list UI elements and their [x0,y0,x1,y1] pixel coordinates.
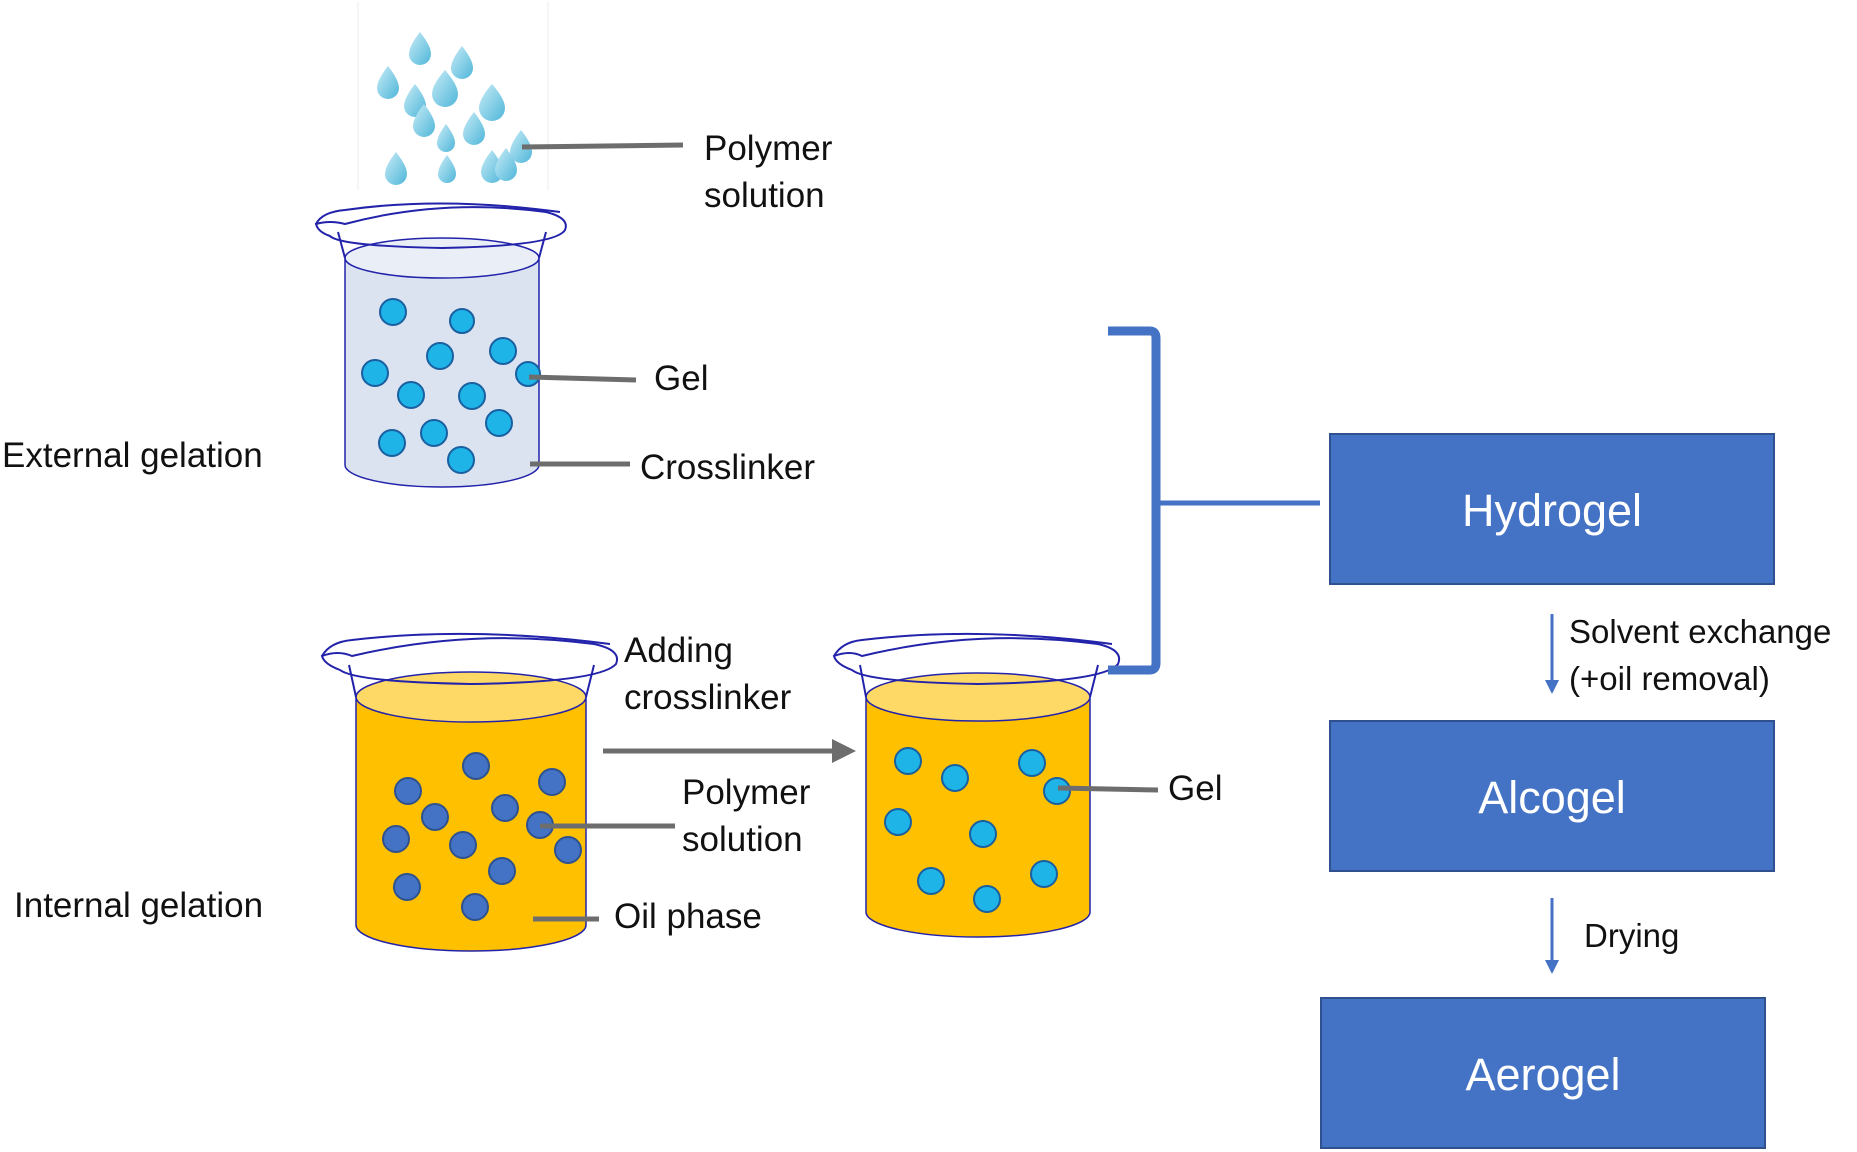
polymer-droplets [357,2,549,190]
droplet [377,66,399,99]
adding-crosslinker-label-1: Adding [624,631,733,670]
polymer-solution-top-label-1: Polymer [704,129,833,168]
polymer-bead [393,873,421,901]
polymer-bead [554,836,582,864]
polymer-solution-bottom-label-1: Polymer [682,773,811,812]
internal-gelation-label: Internal gelation [14,886,263,925]
gel-bead [1043,777,1071,805]
external-gelation-label: External gelation [2,436,263,475]
hydrogel-label: Hydrogel [1462,485,1642,536]
aerogel-box: Aerogel [1320,997,1766,1149]
pointer-gel-top [528,374,637,383]
result-gel-beaker [832,632,1120,938]
pointer-gel-right [1057,785,1159,793]
gel-bead [397,381,425,409]
pointer-polymer-solution-top [521,142,684,150]
polymer-bead [488,857,516,885]
gel-bead [458,382,486,410]
gel-bead [379,298,407,326]
alcogel-label: Alcogel [1478,772,1626,823]
gel-bead [449,308,475,334]
internal-gelation-beaker [320,632,618,952]
gel-right-label: Gel [1168,769,1222,808]
solvent-exchange-label-1: Solvent exchange [1569,613,1831,650]
gel-bead [378,429,406,457]
droplet [438,155,456,183]
polymer-solution-bottom-label-2: solution [682,820,803,859]
droplet [413,104,435,137]
gel-bead [426,342,454,370]
droplet [479,84,505,121]
gel-bead [884,808,912,836]
drying-label: Drying [1584,917,1679,954]
polymer-bead [462,752,490,780]
merge-bracket [1108,326,1161,675]
gel-bead [894,747,922,775]
droplet [432,70,458,107]
adding-crosslinker-label-2: crosslinker [624,678,792,717]
alcogel-box: Alcogel [1329,720,1775,872]
oil-phase-label: Oil phase [614,897,762,936]
gel-bead [485,409,513,437]
polymer-bead [538,768,566,796]
droplet [409,32,431,65]
polymer-bead [382,825,410,853]
gel-bead [941,764,969,792]
droplet [463,112,485,145]
polymer-bead [421,803,449,831]
gel-bead [1018,749,1046,777]
solvent-exchange-label-2: (+oil removal) [1569,660,1770,697]
gel-bead [917,867,945,895]
gel-bead [489,337,517,365]
gel-bead [361,359,389,387]
external-gelation-beaker [314,202,567,488]
gel-bead [973,885,1001,913]
polymer-solution-top-label-2: solution [704,176,825,215]
gel-bead [420,419,448,447]
polymer-bead [449,831,477,859]
aerogel-label: Aerogel [1465,1049,1620,1100]
gel-bead [515,361,541,387]
gel-bead [447,446,475,474]
crosslinker-label: Crosslinker [640,448,815,487]
gel-bead [969,820,997,848]
droplet [510,130,532,163]
droplet [451,46,473,79]
polymer-bead [461,893,489,921]
polymer-bead [491,794,519,822]
droplet [495,148,517,181]
adding-crosslinker-arrow [603,739,856,763]
hydrogel-box: Hydrogel [1329,433,1775,585]
drying-arrow [1545,898,1559,974]
solvent-exchange-arrow [1545,614,1559,694]
gel-bead [1030,860,1058,888]
droplet [385,152,407,185]
gel-top-label: Gel [654,359,708,398]
droplet [437,124,455,152]
polymer-bead [394,777,422,805]
